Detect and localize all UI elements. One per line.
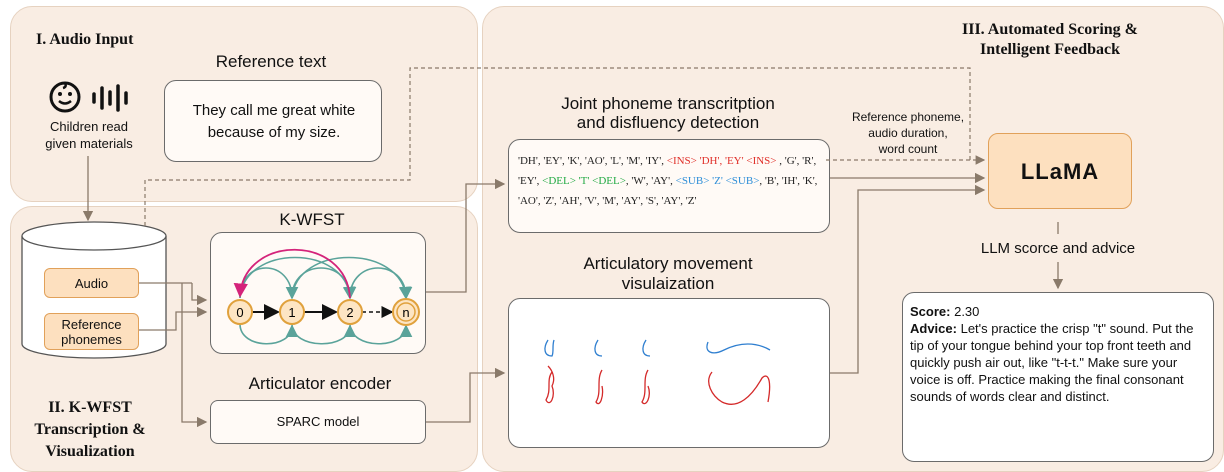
- reference-text: They call me great white because of my s…: [192, 102, 356, 141]
- phoneme-sequence: 'DH', 'EY', 'K', 'AO', 'L', 'M', 'IY', <…: [518, 151, 823, 211]
- score-label: Score:: [910, 304, 951, 319]
- phoneme-token: , 'G', 'R', 'EY',: [518, 155, 817, 187]
- articulatory-box: [508, 298, 830, 448]
- kwfst-title: K-WFST: [279, 210, 345, 229]
- llama-label: LLaMA: [1020, 158, 1100, 184]
- icon-caption-1: Children read: [49, 119, 129, 134]
- state-2: 2: [346, 305, 353, 320]
- phoneme-box: [508, 139, 830, 233]
- ref-info-3: word count: [878, 142, 938, 156]
- reference-text-box: [164, 80, 382, 162]
- ref-phonemes-line1: Reference: [61, 316, 122, 332]
- advice-text: Let's practice the crisp "t" sound. Put …: [910, 321, 1194, 404]
- phoneme-token: <INS> 'DH', 'EY' <INS>: [666, 155, 777, 167]
- panel-kwfst-title-2: Transcription &: [34, 421, 146, 438]
- state-0: 0: [236, 305, 243, 320]
- phoneme-token: <DEL> 'T' <DEL>: [542, 175, 626, 187]
- artic-title-1: Articulatory movement: [583, 254, 753, 273]
- feedback-text: Score: 2.30 Advice: Let's practice the c…: [910, 303, 1208, 405]
- sparc-box: [210, 400, 426, 444]
- llama-box: LLaMA: [988, 133, 1132, 209]
- ref-info-2: audio duration,: [868, 126, 948, 140]
- joint-title-1: Joint phoneme transcritption: [561, 94, 775, 113]
- reference-phonemes-box: Reference phonemes: [44, 313, 139, 350]
- advice-label: Advice:: [910, 321, 957, 336]
- panel-kwfst-title-1: II. K-WFST: [48, 399, 132, 416]
- llm-output-label: LLM scorce and advice: [980, 240, 1136, 257]
- encoder-title: Articulator encoder: [248, 374, 392, 393]
- joint-title-2: and disfluency detection: [576, 113, 760, 132]
- phoneme-token: <SUB> 'Z' <SUB>: [675, 175, 760, 187]
- sparc-label: SPARC model: [276, 414, 360, 429]
- articulatory-traces: [544, 339, 771, 405]
- icon-caption-2: given materials: [45, 136, 133, 151]
- reference-text-title: Reference text: [215, 52, 327, 71]
- panel-kwfst-title-3: Visualization: [45, 443, 135, 460]
- phoneme-token: , 'W', 'AY',: [625, 175, 676, 187]
- soundwave-icon: [90, 84, 134, 112]
- audio-box: Audio: [44, 268, 139, 298]
- artic-title-2: visulaization: [621, 274, 715, 293]
- state-1: 1: [288, 305, 295, 320]
- score-value: 2.30: [954, 304, 980, 319]
- panel-scoring-title-2: Intelligent Feedback: [980, 41, 1120, 58]
- state-n: n: [402, 305, 409, 320]
- child-face-icon: [48, 80, 82, 114]
- feedback-box: [902, 292, 1214, 462]
- phoneme-token: , 'B', 'IH', 'K', 'AO', 'Z', 'AH', 'V', …: [518, 175, 818, 207]
- ref-phonemes-line2: phonemes: [61, 331, 122, 347]
- ref-info-1: Reference phoneme,: [851, 110, 965, 124]
- phoneme-token: 'DH', 'EY', 'K', 'AO', 'L', 'M', 'IY',: [518, 155, 667, 167]
- panel-audio-title: I. Audio Input: [36, 31, 134, 48]
- panel-scoring-title-1: III. Automated Scoring &: [961, 21, 1138, 38]
